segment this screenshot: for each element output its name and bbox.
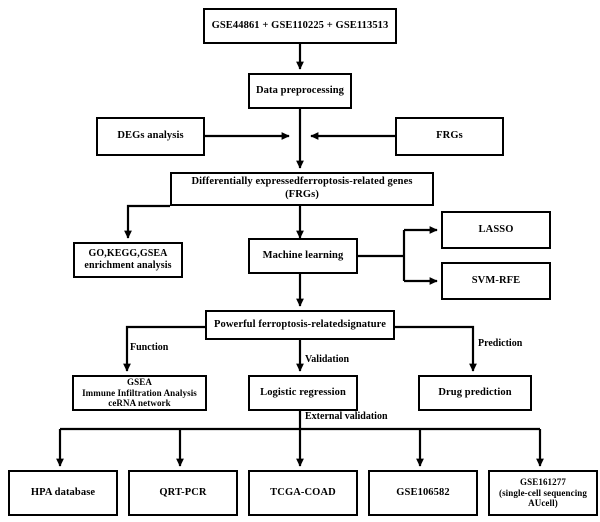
node-machine-learning-label: Machine learning — [262, 249, 344, 261]
edge-label-validation: Validation — [305, 354, 350, 365]
node-logistic-regression: Logistic regression — [248, 375, 358, 411]
node-enrichment-analysis-label: GO,KEGG,GSEA enrichment analysis — [84, 247, 172, 271]
node-qrt-pcr: QRT-PCR — [128, 470, 238, 516]
node-gse161277: GSE161277 (single-cell sequencing AUcell… — [488, 470, 598, 516]
node-drug-prediction-label: Drug prediction — [438, 386, 512, 398]
node-lasso: LASSO — [441, 211, 551, 249]
node-datasets: GSE44861 + GSE110225 + GSE113513 — [203, 8, 397, 44]
node-gse106582: GSE106582 — [368, 470, 478, 516]
node-gse106582-label: GSE106582 — [396, 486, 450, 498]
node-logistic-regression-label: Logistic regression — [260, 386, 346, 398]
node-enrichment-analysis: GO,KEGG,GSEA enrichment analysis — [73, 242, 183, 278]
node-tcga-coad-label: TCGA-COAD — [270, 486, 336, 498]
node-powerful-signature-label: Powerful ferroptosis-relatedsignature — [214, 318, 386, 330]
node-frgs-label: FRGs — [436, 130, 463, 142]
node-powerful-signature: Powerful ferroptosis-relatedsignature — [205, 310, 395, 340]
node-degs-analysis: DEGs analysis — [96, 117, 205, 156]
node-gse161277-label: GSE161277 (single-cell sequencing AUcell… — [498, 476, 588, 509]
node-svm-rfe-label: SVM-RFE — [471, 274, 521, 286]
node-machine-learning: Machine learning — [248, 238, 358, 274]
node-datasets-label: GSE44861 + GSE110225 + GSE113513 — [211, 19, 389, 31]
node-data-preprocessing: Data preprocessing — [248, 73, 352, 109]
node-degs-analysis-label: DEGs analysis — [117, 130, 184, 142]
node-differentially-expressed-frgs-label: Differentially expressedferroptosis-rela… — [191, 176, 413, 200]
node-data-preprocessing-label: Data preprocessing — [255, 84, 345, 96]
node-hpa-database-label: HPA database — [30, 486, 96, 498]
node-tcga-coad: TCGA-COAD — [248, 470, 358, 516]
wire-defrgs-to-enrichment — [124, 204, 170, 239]
node-qrt-pcr-label: QRT-PCR — [159, 486, 207, 498]
node-function-analysis-label: GSEA Immune Infiltration Analysis ceRNA … — [82, 376, 197, 409]
node-drug-prediction: Drug prediction — [418, 375, 532, 411]
edge-label-function: Function — [130, 342, 169, 353]
node-function-analysis: GSEA Immune Infiltration Analysis ceRNA … — [72, 375, 207, 411]
wire-signature-to-drug — [395, 325, 477, 372]
node-svm-rfe: SVM-RFE — [441, 262, 551, 300]
node-hpa-database: HPA database — [8, 470, 118, 516]
edge-label-external-validation: External validation — [305, 411, 388, 422]
node-lasso-label: LASSO — [478, 223, 514, 235]
node-frgs: FRGs — [395, 117, 504, 156]
edge-label-prediction: Prediction — [478, 338, 523, 349]
node-differentially-expressed-frgs: Differentially expressedferroptosis-rela… — [170, 172, 434, 206]
